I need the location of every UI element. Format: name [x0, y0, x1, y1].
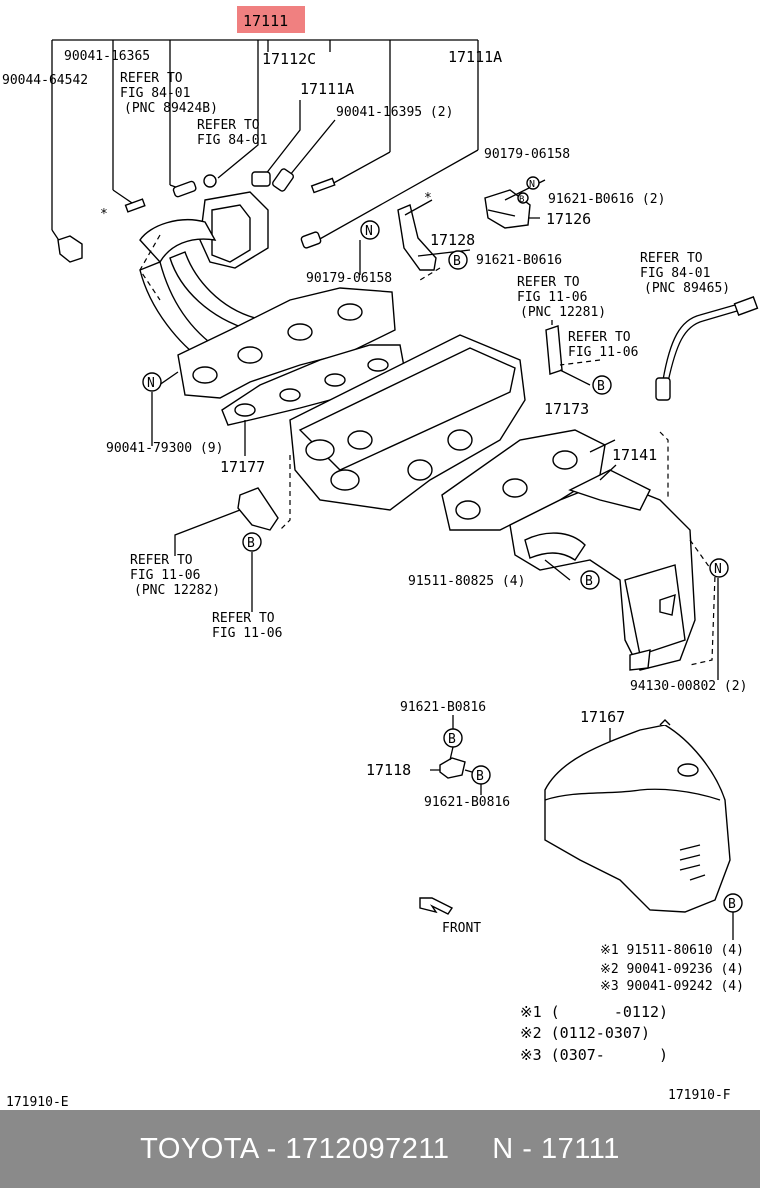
marker-b-icon: B [443, 728, 463, 748]
refer-label[interactable]: REFER TO [568, 330, 631, 345]
refer-label[interactable]: FIG 11-06 [212, 626, 282, 641]
highlight-part-number[interactable]: 17111 [243, 12, 288, 30]
svg-text:B: B [519, 195, 524, 205]
bracket-line [51, 39, 479, 230]
label-17126[interactable]: 17126 [546, 210, 591, 228]
label-17111a-top[interactable]: 17111A [448, 48, 502, 66]
marker-n-icon: N [709, 558, 729, 578]
svg-text:*: * [424, 191, 432, 206]
label-90179-06158-top[interactable]: 90179-06158 [484, 147, 570, 162]
figure-code-right: 171910-F [668, 1088, 731, 1103]
leader-lines-mid [151, 179, 719, 680]
label-90179-06158-mid[interactable]: 90179-06158 [306, 271, 392, 286]
part-footer-banner: TOYOTA - 1712097211 N - 17111 [0, 1110, 760, 1188]
label-91621-b0616[interactable]: 91621-B0616 [476, 253, 562, 268]
svg-text:B: B [247, 536, 255, 551]
refer-label[interactable]: (PNC 12282) [134, 583, 220, 598]
manifold-gasket-17177 [177, 287, 406, 426]
label-17118[interactable]: 17118 [366, 761, 411, 779]
note-3-date: ※3 (0307- ) [520, 1046, 668, 1064]
label-91621-b0816-a[interactable]: 91621-B0816 [400, 700, 486, 715]
bracket-left [237, 487, 279, 531]
refer-label[interactable]: REFER TO [120, 71, 183, 86]
refer-label[interactable]: REFER TO [640, 251, 703, 266]
svg-text:B: B [453, 254, 461, 269]
refer-label[interactable]: FIG 84-01 [640, 266, 710, 281]
label-17173[interactable]: 17173 [544, 400, 589, 418]
svg-text:N: N [365, 224, 373, 239]
marker-b-icon: B [242, 532, 262, 552]
refer-label[interactable]: FIG 84-01 [197, 133, 267, 148]
exhaust-manifold-converter-17141 [509, 469, 696, 671]
refer-label[interactable]: (PNC 89465) [644, 281, 730, 296]
svg-text:N: N [529, 179, 535, 190]
svg-text:B: B [585, 574, 593, 589]
label-91621-b0816-b[interactable]: 91621-B0816 [424, 795, 510, 810]
note-1-part[interactable]: ※1 91511-80610 (4) [600, 943, 744, 958]
label-90041-16395[interactable]: 90041-16395 (2) [336, 105, 453, 120]
label-90044-64542[interactable]: 90044-64542 [2, 73, 88, 88]
svg-text:N: N [147, 376, 155, 391]
svg-text:B: B [728, 897, 736, 912]
bracket-17128 [397, 204, 437, 271]
refer-label[interactable]: FIG 11-06 [517, 290, 587, 305]
label-91511-80825[interactable]: 91511-80825 (4) [408, 574, 525, 589]
label-17128[interactable]: 17128 [430, 231, 475, 249]
heat-insulator-17167 [544, 719, 731, 913]
marker-b-icon: B [723, 893, 743, 913]
refer-label[interactable]: (PNC 12281) [520, 305, 606, 320]
label-17167[interactable]: 17167 [580, 708, 625, 726]
refer-label[interactable]: FIG 84-01 [120, 86, 190, 101]
svg-text:B: B [476, 769, 484, 784]
svg-text:*: * [100, 207, 108, 222]
note-3-part[interactable]: ※3 90041-09242 (4) [600, 979, 744, 994]
svg-text:B: B [597, 379, 605, 394]
label-17177[interactable]: 17177 [220, 458, 265, 476]
oxygen-sensor [655, 296, 759, 401]
front-arrow-icon [419, 897, 454, 915]
front-label: FRONT [442, 921, 481, 936]
refer-label[interactable]: REFER TO [517, 275, 580, 290]
figure-code-left: 171910-E [6, 1095, 69, 1110]
refer-label[interactable]: REFER TO [130, 553, 193, 568]
bracket-17118 [439, 757, 466, 779]
marker-n-icon: N [526, 176, 540, 190]
label-17112c[interactable]: 17112C [262, 50, 316, 68]
refer-label[interactable]: (PNC 89424B) [124, 101, 218, 116]
manifold-upper-insulator [139, 191, 269, 363]
refer-label[interactable]: REFER TO [212, 611, 275, 626]
note-2-date: ※2 (0112-0307) [520, 1024, 650, 1042]
cylinder-head [289, 334, 526, 511]
label-94130-00802[interactable]: 94130-00802 (2) [630, 679, 747, 694]
marker-n-icon: N [142, 372, 162, 392]
label-91621-b0616-2[interactable]: 91621-B0616 (2) [548, 192, 665, 207]
refer-label[interactable]: REFER TO [197, 118, 260, 133]
refer-label[interactable]: FIG 11-06 [130, 568, 200, 583]
note-2-part[interactable]: ※2 90041-09236 (4) [600, 962, 744, 977]
marker-b-icon: B [592, 375, 612, 395]
label-90041-79300[interactable]: 90041-79300 (9) [106, 441, 223, 456]
label-17141[interactable]: 17141 [612, 446, 657, 464]
leader-lines-low [430, 715, 482, 795]
marker-b-icon: B [471, 765, 491, 785]
highlight-box [237, 6, 305, 33]
exhaust-manifold-parts-diagram: 17111 17112C 17111A 90041-16365 90044-64… [2, 6, 759, 1110]
marker-b-icon: B [448, 250, 468, 270]
marker-n-icon: N [360, 220, 380, 240]
label-90041-16365[interactable]: 90041-16365 [64, 49, 150, 64]
note-1-date: ※1 ( -0112) [520, 1003, 668, 1021]
dashed-leaders [139, 234, 716, 666]
svg-text:N: N [714, 562, 722, 577]
footer-text: TOYOTA - 1712097211 N - 17111 [140, 1132, 620, 1165]
marker-b-icon: B [580, 570, 600, 590]
svg-text:B: B [448, 732, 456, 747]
stud-refer [545, 325, 563, 375]
small-parts-top: * * [57, 168, 432, 263]
refer-label[interactable]: FIG 11-06 [568, 345, 638, 360]
marker-b-icon: B [517, 192, 529, 205]
label-17111a-mid[interactable]: 17111A [300, 80, 354, 98]
